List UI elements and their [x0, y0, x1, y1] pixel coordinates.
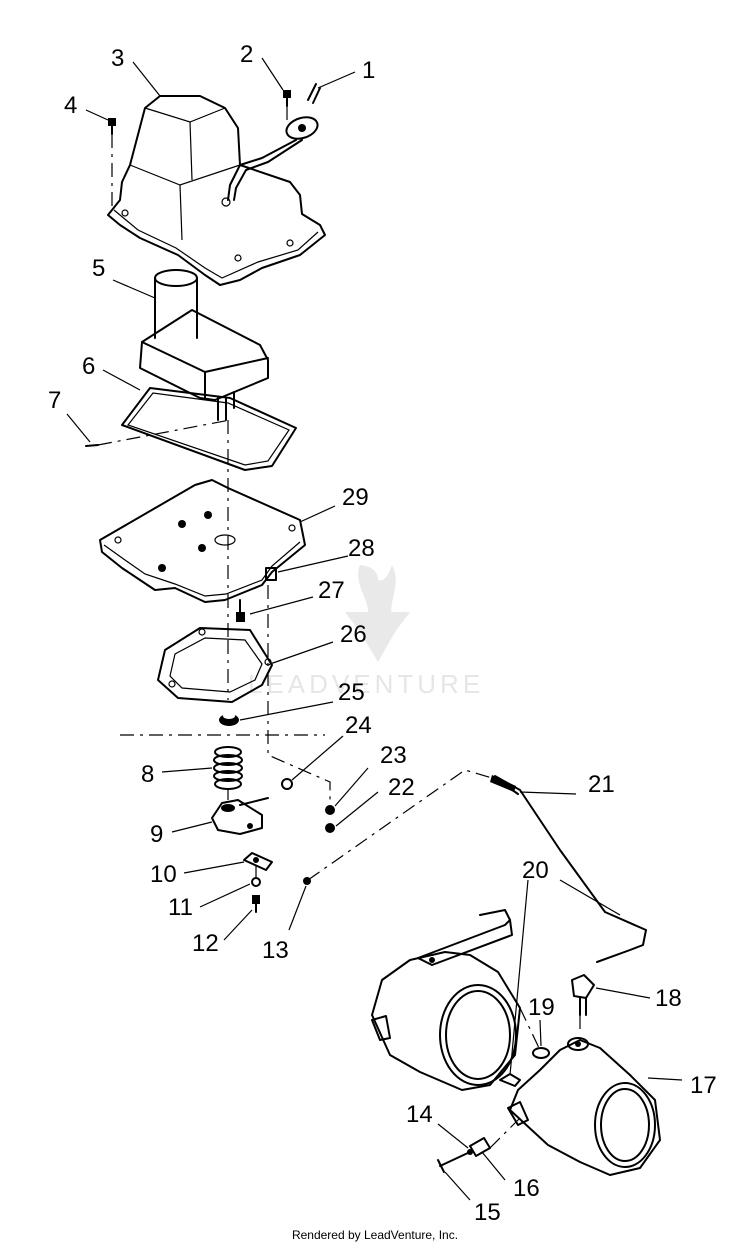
- callout-11: 11: [168, 894, 193, 921]
- callout-16: 16: [513, 1175, 540, 1202]
- callout-1: 1: [362, 57, 375, 84]
- part-19-nut: [532, 1047, 550, 1059]
- callout-12: 12: [192, 930, 219, 957]
- callout-18: 18: [655, 985, 682, 1012]
- callout-3: 3: [111, 45, 124, 72]
- watermark-text: LEADVENTURE: [248, 669, 484, 699]
- part-8-spring: [213, 746, 243, 790]
- leader-lines: [66, 57, 683, 1201]
- part-6-gasket: [121, 387, 297, 471]
- part-29-plate: [99, 479, 306, 603]
- part-17-throttle-body: [507, 1037, 661, 1176]
- callout-10: 10: [150, 861, 177, 888]
- callout-23: 23: [380, 742, 407, 769]
- callout-2: 2: [240, 41, 253, 68]
- part-2-screw: [283, 90, 291, 107]
- callout-9: 9: [150, 821, 163, 848]
- render-credit: Rendered by LeadVenture, Inc.: [291, 1228, 459, 1242]
- part-24-washer: [281, 778, 293, 790]
- callout-19: 19: [528, 994, 555, 1021]
- callout-24: 24: [345, 712, 372, 739]
- callout-7: 7: [48, 387, 61, 414]
- part-18-screw: [571, 974, 595, 1016]
- callout-27: 27: [318, 577, 345, 604]
- part-10-link: [243, 852, 273, 871]
- callout-20: 20: [522, 857, 549, 884]
- part-28-stud: [265, 567, 277, 581]
- callout-25: 25: [338, 679, 365, 706]
- part-22-nut: [325, 823, 335, 833]
- callout-14: 14: [406, 1101, 433, 1128]
- callout-29: 29: [342, 484, 369, 511]
- callout-4: 4: [64, 92, 77, 119]
- part-1-vent-tube: [227, 83, 321, 201]
- part-5-housing: [139, 269, 269, 421]
- callout-numbers: 1 2 3 4 5 6 7 8 9 10 11 12 13 14 15 16 1…: [48, 41, 717, 1226]
- callout-26: 26: [340, 621, 367, 648]
- v-logo-icon: [345, 612, 410, 662]
- callout-22: 22: [388, 774, 415, 801]
- left-throttle-body: [371, 909, 521, 1091]
- leadventure-watermark: LEADVENTURE: [248, 565, 484, 699]
- part-20-clip: [499, 1073, 521, 1087]
- callout-21: 21: [588, 771, 615, 798]
- callout-13: 13: [262, 937, 289, 964]
- part-15-bolt: [437, 1149, 473, 1173]
- part-12-screw: [252, 895, 260, 913]
- part-4-screw: [108, 118, 116, 135]
- part-21-rod: [490, 775, 647, 963]
- part-7-pin: [85, 444, 99, 447]
- callout-15: 15: [474, 1199, 501, 1226]
- callout-6: 6: [82, 353, 95, 380]
- callout-5: 5: [92, 255, 105, 282]
- part-16-spacer: [469, 1137, 491, 1157]
- part-25-bushing: [219, 713, 239, 726]
- callout-28: 28: [348, 535, 375, 562]
- part-27-screw: [236, 599, 245, 622]
- part-11-washer: [251, 877, 261, 887]
- part-9-arm: [211, 797, 269, 835]
- callout-8: 8: [141, 761, 154, 788]
- part-23-nut: [325, 805, 335, 815]
- callout-17: 17: [690, 1072, 717, 1099]
- part-3-cover: [107, 95, 326, 286]
